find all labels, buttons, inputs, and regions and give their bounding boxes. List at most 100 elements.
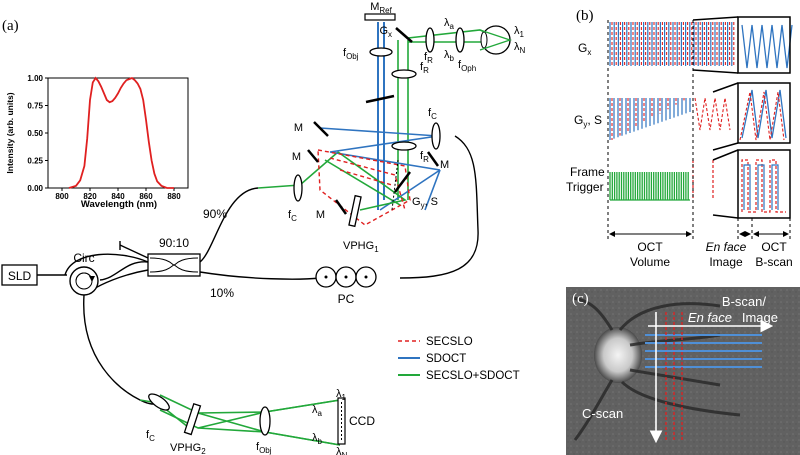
galvo-gy-s bbox=[394, 171, 411, 193]
spectrum-y-label: Intensity (arb. units) bbox=[5, 92, 15, 173]
gy-zoom-blue bbox=[741, 89, 787, 139]
ophthalmic-lens bbox=[455, 27, 465, 53]
fr-label-2: fR bbox=[424, 51, 433, 65]
timing-guides bbox=[607, 20, 791, 240]
trigger-green-pulses bbox=[609, 172, 689, 200]
spectrometer-beams bbox=[139, 394, 341, 446]
oct-bscan-label-1: OCT bbox=[761, 240, 787, 254]
vphg2-label: VPHG2 bbox=[170, 442, 206, 455]
fiber-paths bbox=[37, 135, 479, 405]
fobj-top-label: fObj bbox=[343, 47, 359, 61]
coupler-10-label: 10% bbox=[210, 286, 234, 300]
pc-label: PC bbox=[338, 292, 355, 306]
spectrum-x-tick-label: 800 bbox=[55, 192, 69, 201]
lambda-1-bottom: λ1 bbox=[336, 388, 347, 402]
coupler-90-label: 90% bbox=[203, 207, 227, 221]
spectrum-x-tick-label: 860 bbox=[139, 192, 153, 201]
eye-lens bbox=[480, 31, 488, 49]
foph-label: fOph bbox=[458, 59, 476, 73]
spectrum-x-ticks: 800 820 840 860 880 bbox=[55, 188, 181, 201]
gy-zoom-red bbox=[739, 91, 785, 141]
lambda-1-top: λ1 bbox=[514, 25, 525, 39]
bscan-label: B-scan/ bbox=[722, 294, 766, 309]
image-fundus-label: Image bbox=[742, 310, 778, 325]
lambda-a-bottom: λa bbox=[312, 404, 323, 418]
cscan-label: C-scan bbox=[582, 406, 623, 421]
trigger-zoom-red bbox=[741, 159, 786, 213]
collimator-lens-right bbox=[431, 122, 441, 150]
vphg1-label: VPHG1 bbox=[343, 240, 379, 254]
timing-zoom-boxes bbox=[692, 16, 791, 219]
fundus-scan-lines bbox=[645, 334, 762, 368]
panel-b-label: (b) bbox=[576, 8, 594, 24]
objective-lens-top bbox=[369, 47, 393, 57]
fc-label-left: fC bbox=[288, 209, 297, 223]
collimator-lens-left bbox=[293, 174, 303, 202]
sld-label: SLD bbox=[8, 269, 32, 283]
gx-zoom-trace bbox=[741, 24, 793, 69]
signal-frame-label-1: Frame bbox=[570, 165, 605, 179]
oct-volume-label-1: OCT bbox=[637, 240, 663, 254]
circulator bbox=[69, 266, 99, 296]
spectrum-x-label: Wavelength (nm) bbox=[81, 199, 157, 210]
fobj-bottom-label: fObj bbox=[256, 441, 272, 455]
signal-gy-label: Gy, S bbox=[574, 113, 602, 129]
grating-vphg1 bbox=[348, 194, 362, 228]
circulator-label: Circ bbox=[73, 251, 94, 265]
fr-label-3: fR bbox=[420, 150, 429, 164]
ccd-label: CCD bbox=[349, 414, 375, 428]
gy-blue-trace bbox=[609, 98, 691, 140]
timing-gx-waveform bbox=[609, 22, 793, 69]
spectrum-x-tick-label: 820 bbox=[83, 192, 97, 201]
relay-lens-3 bbox=[391, 141, 417, 151]
mirror-1-label: M bbox=[294, 122, 303, 134]
collimator-lens-bottom bbox=[148, 393, 170, 411]
polarization-controller bbox=[315, 266, 377, 288]
timing-trigger-waveform bbox=[609, 159, 786, 213]
relay-lens-1 bbox=[391, 69, 417, 79]
mirror-2 bbox=[307, 149, 319, 163]
retinal-vessels bbox=[571, 296, 741, 441]
fundus-image bbox=[566, 287, 800, 455]
gy-s-label: Gy, S bbox=[412, 196, 438, 210]
legend-label-secslo: SECSLO bbox=[426, 336, 473, 348]
fc-label-right: fC bbox=[428, 107, 437, 121]
panel-c-label: (c) bbox=[572, 291, 589, 307]
lambda-n-top: λN bbox=[514, 41, 526, 55]
fiber-coupler bbox=[147, 253, 201, 277]
beam-splitter bbox=[365, 94, 395, 104]
spectrum-y-tick-label: 0.25 bbox=[27, 157, 43, 166]
ccd-detector bbox=[337, 397, 346, 445]
trigger-zoom-blue bbox=[743, 164, 779, 210]
spectrum-series-line bbox=[68, 76, 174, 189]
mirror-3 bbox=[426, 151, 440, 167]
signal-frame-label-2: Trigger bbox=[566, 180, 604, 194]
gx-red-trace bbox=[611, 22, 735, 66]
mref-label: MRef bbox=[370, 1, 392, 15]
legend-label-sdoct: SDOCT bbox=[426, 353, 466, 365]
trigger-red-frames bbox=[692, 160, 714, 200]
galvo-gx bbox=[395, 27, 413, 43]
oct-bscan-label-2: B-scan bbox=[755, 255, 792, 269]
lambda-b-bottom: λb bbox=[312, 432, 323, 446]
mirror-2-label: M bbox=[292, 151, 301, 163]
secslo-beam-paths bbox=[317, 149, 411, 226]
en-face-fundus-label: En face bbox=[688, 310, 732, 325]
sld-source-box bbox=[1, 264, 38, 286]
gy-red-trace bbox=[611, 98, 685, 140]
spectrum-y-tick-label: 0.00 bbox=[27, 184, 43, 193]
en-face-label-1: En face bbox=[706, 240, 747, 254]
spectrum-y-tick-label: 0.75 bbox=[27, 102, 43, 111]
spectrum-x-tick-label: 880 bbox=[167, 192, 181, 201]
mirror-1 bbox=[313, 121, 329, 137]
gx-blue-trace bbox=[609, 22, 733, 66]
timing-gy-waveform bbox=[609, 89, 787, 141]
mirror-4 bbox=[334, 199, 348, 215]
grating-vphg2 bbox=[183, 402, 202, 436]
oct-volume-label-2: Volume bbox=[630, 255, 670, 269]
gy-red-tail bbox=[694, 97, 731, 131]
coupler-ratio-label: 90:10 bbox=[159, 236, 189, 250]
spectrum-x-tick-label: 840 bbox=[111, 192, 125, 201]
